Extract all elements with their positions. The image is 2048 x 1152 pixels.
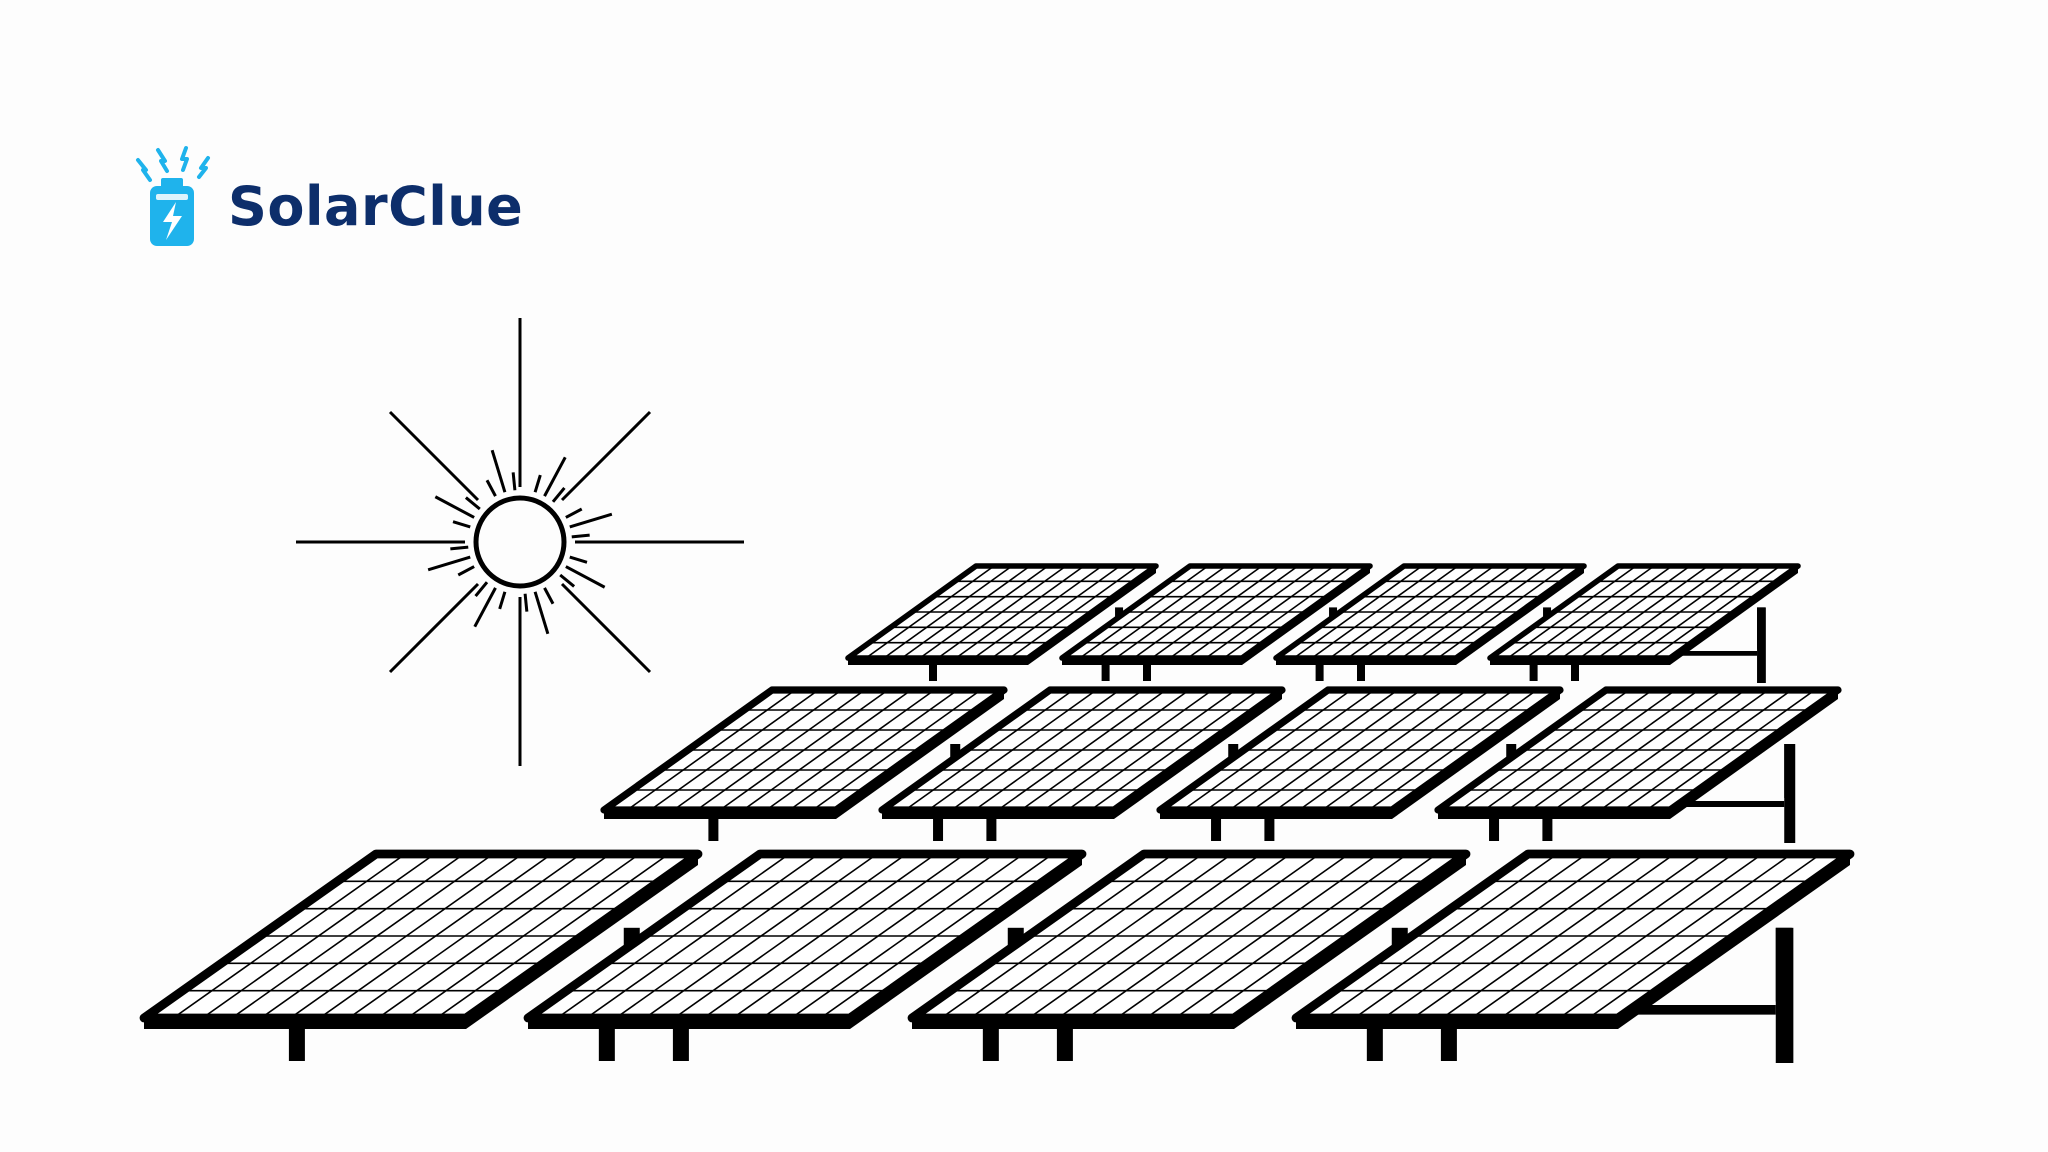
- solar-panel-icon: [1487, 563, 1801, 683]
- sun-short-rays: [427, 449, 613, 635]
- back-row: [845, 563, 1801, 683]
- brand-logo[interactable]: SolarClue: [132, 144, 523, 254]
- solar-panel-icon: [523, 849, 1087, 1061]
- solar-panel-icon: [878, 686, 1286, 841]
- solar-panel-icon: [600, 686, 1008, 841]
- solar-panels: [139, 563, 1855, 1063]
- middle-row: [600, 686, 1842, 843]
- battery-bolt-icon: [136, 146, 210, 246]
- solar-panel-icon: [1059, 563, 1373, 681]
- solar-panel-icon: [139, 849, 703, 1061]
- solar-panel-icon: [1156, 686, 1564, 841]
- front-row: [139, 849, 1855, 1063]
- solar-panel-icon: [1273, 563, 1587, 681]
- sun-icon: [296, 318, 744, 766]
- solar-panel-icon: [1434, 686, 1842, 843]
- solar-panel-icon: [1291, 849, 1855, 1063]
- brand-name: SolarClue: [228, 174, 524, 238]
